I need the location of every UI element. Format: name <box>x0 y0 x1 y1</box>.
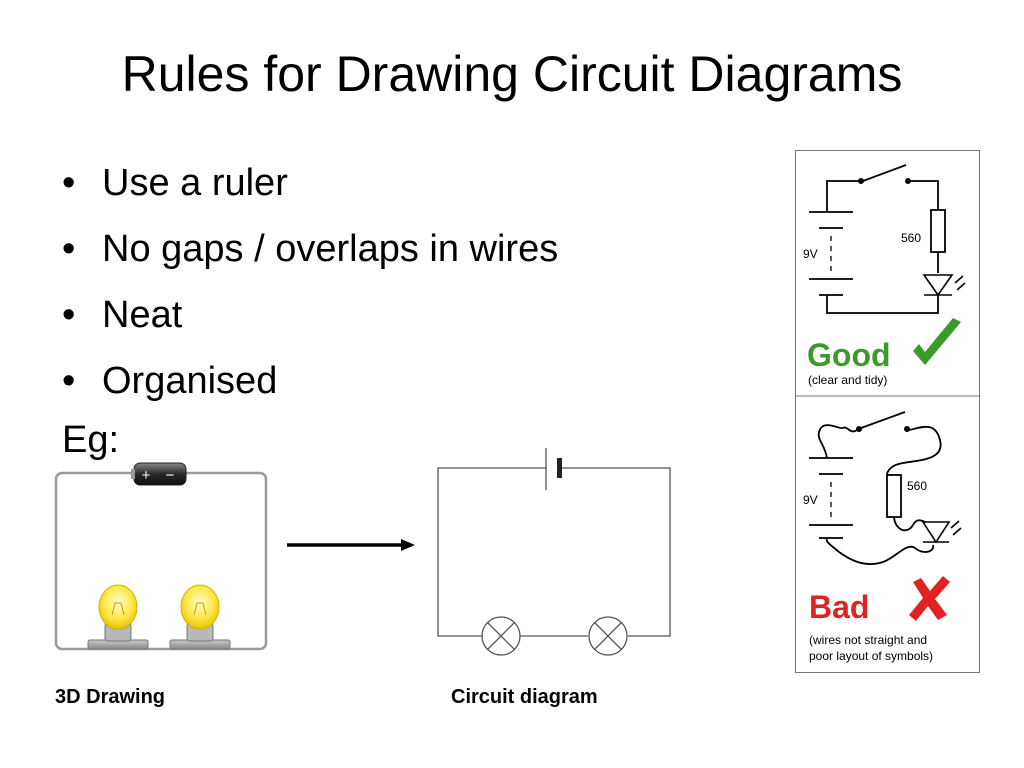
bullet-dot: • <box>62 360 76 402</box>
rules-list: • Use a ruler • No gaps / overlaps in wire… <box>60 150 558 414</box>
bulb-icon <box>87 584 149 650</box>
good-note: (clear and tidy) <box>808 373 887 387</box>
bad-note: poor layout of symbols) <box>809 649 933 663</box>
cell-negative-plate <box>557 458 562 478</box>
cross-icon <box>909 576 950 621</box>
wire <box>826 295 939 314</box>
wire <box>825 537 935 565</box>
switch-contact <box>904 426 910 432</box>
arrow-icon <box>287 539 415 551</box>
rule-text: Use a ruler <box>102 162 288 204</box>
bulb-icon <box>169 584 231 650</box>
rule-text: Organised <box>102 360 278 402</box>
wire <box>817 424 858 459</box>
3d-circuit-drawing: + − <box>54 462 268 651</box>
bullet-dot: • <box>62 294 76 336</box>
resistance-label: 560 <box>907 479 927 493</box>
switch-contact <box>858 178 864 184</box>
good-example: 9V 560 Good (clear and tidy) <box>803 164 966 387</box>
bullet-dot: • <box>62 162 76 204</box>
lamp-symbol <box>481 616 521 656</box>
good-verdict: Good <box>807 337 891 373</box>
list-item: • No gaps / overlaps in wires <box>60 216 558 282</box>
led-symbol <box>921 520 962 544</box>
diagram-caption: Circuit diagram <box>451 686 598 708</box>
example-label: Eg: <box>62 419 120 461</box>
voltage-label: 9V <box>803 247 818 261</box>
battery-icon: + − <box>131 462 187 486</box>
wire <box>560 467 671 637</box>
rule-text: Neat <box>102 294 183 336</box>
led-symbol <box>922 274 966 297</box>
rule-text: No gaps / overlaps in wires <box>102 228 559 270</box>
switch-lever <box>862 164 907 182</box>
wire <box>437 467 546 637</box>
bad-note: (wires not straight and <box>809 633 927 647</box>
list-item: • Organised <box>60 348 558 414</box>
wire <box>909 180 939 210</box>
resistance-label: 560 <box>901 231 921 245</box>
switch-lever <box>860 411 906 429</box>
battery-plus-sign: + <box>142 467 151 484</box>
bad-example: 9V 560 Bad (wires not straight and poor … <box>803 411 962 663</box>
page-title: Rules for Drawing Circuit Diagrams <box>121 46 903 102</box>
drawing-caption: 3D Drawing <box>55 686 166 708</box>
bad-verdict: Bad <box>809 589 869 625</box>
comparison-panel: 9V 560 Good (clear and tidy) <box>795 150 980 673</box>
circuit-diagram <box>437 448 671 656</box>
lamp-symbol <box>588 616 628 656</box>
wire-loop <box>54 471 268 651</box>
battery-minus-sign: − <box>166 467 175 484</box>
switch-contact <box>856 426 862 432</box>
wire <box>886 425 942 476</box>
wire <box>826 180 860 212</box>
switch-contact <box>905 178 911 184</box>
check-mark-icon <box>913 318 961 365</box>
bullet-dot: • <box>62 228 76 270</box>
list-item: • Neat <box>60 282 558 348</box>
list-item: • Use a ruler <box>60 150 558 216</box>
voltage-label: 9V <box>803 493 818 507</box>
